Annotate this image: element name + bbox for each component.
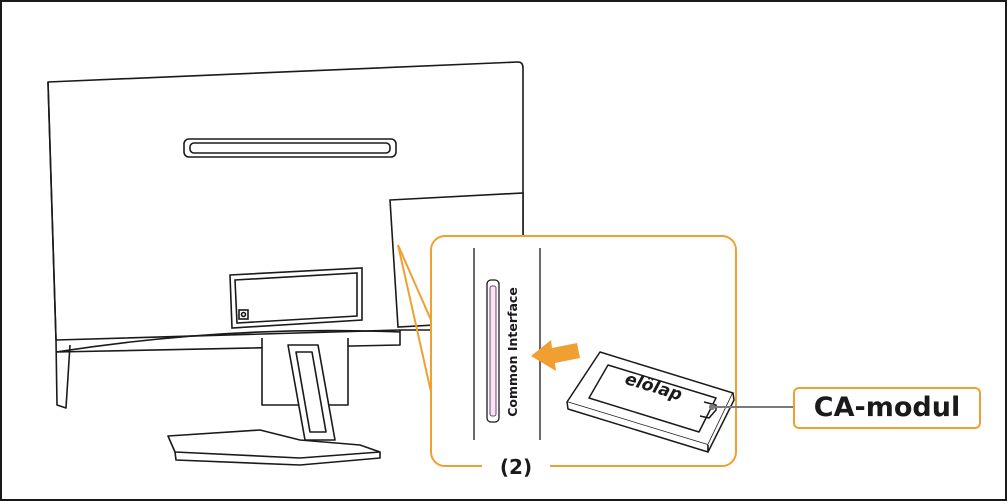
callout-lines <box>397 244 432 393</box>
arrow-left-icon <box>531 340 580 371</box>
handle-slot <box>183 138 397 158</box>
module-label-box: CA-modul <box>793 387 981 429</box>
step-number: (2) <box>500 455 532 479</box>
tv-stand <box>167 338 381 466</box>
module-label: CA-modul <box>813 392 961 423</box>
module-leader-line <box>709 404 793 410</box>
power-port-icon <box>238 309 249 320</box>
ca-module-card <box>566 351 735 453</box>
rear-connector-block <box>229 267 363 329</box>
slot-label: Common Interface <box>505 287 520 417</box>
step-number-bg <box>482 452 550 478</box>
